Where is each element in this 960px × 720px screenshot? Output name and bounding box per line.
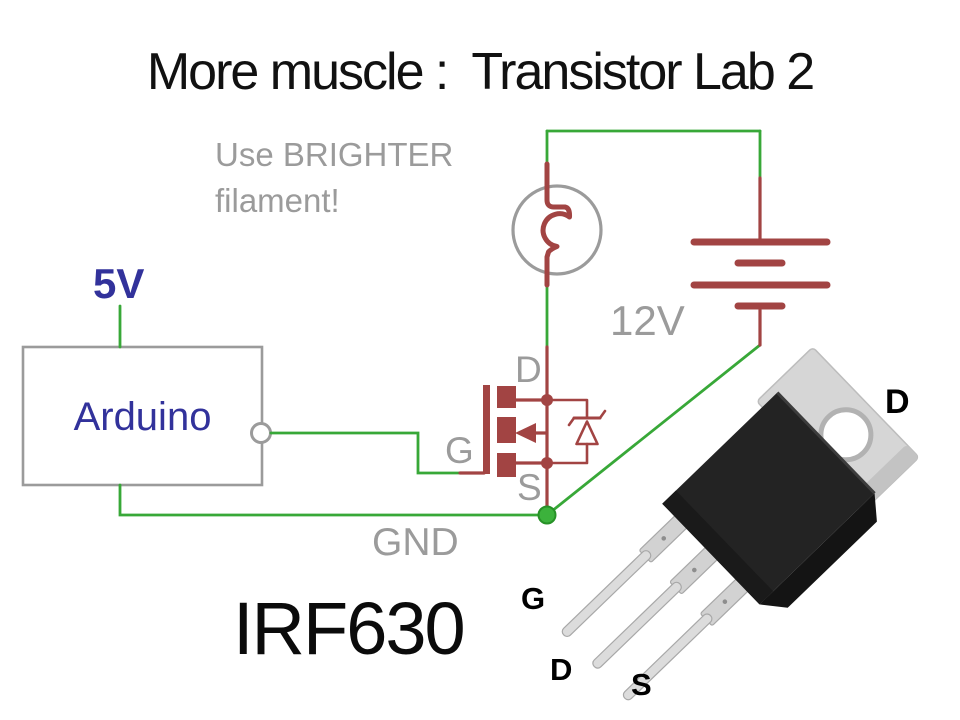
drain-node xyxy=(541,394,553,406)
gate-leg xyxy=(561,514,689,638)
source-stub xyxy=(497,453,516,477)
arduino-box xyxy=(21,345,264,487)
photo-tab-drain-label: D xyxy=(885,383,910,421)
mosfet-gate-label: G xyxy=(445,430,474,471)
gnd-junction-dot xyxy=(537,505,557,525)
wire-gnd xyxy=(118,483,549,517)
part-name-label: IRF630 xyxy=(233,587,466,670)
body-stub xyxy=(497,417,516,443)
transistor-photo xyxy=(561,348,919,701)
battery-icon xyxy=(690,238,831,310)
photo-gate-label: G xyxy=(521,581,546,616)
mosfet-internal xyxy=(514,398,549,465)
legs xyxy=(561,514,750,701)
wire-source-to-battery xyxy=(545,343,762,517)
body-bottom-step xyxy=(662,490,774,605)
note-line-2: filament! xyxy=(215,182,340,219)
body-diode-icon xyxy=(551,398,607,465)
body-side-face xyxy=(759,493,877,608)
gate-bar xyxy=(483,385,490,474)
arduino-label: Arduino xyxy=(73,394,212,439)
photo-source-label: S xyxy=(631,667,652,702)
wire-gate xyxy=(269,431,462,475)
gnd-label: GND xyxy=(372,521,459,564)
mosfet-source-label: S xyxy=(517,467,542,508)
body-top-edge xyxy=(776,391,876,495)
gray-outlines xyxy=(21,184,603,487)
note-line-1: Use BRIGHTER xyxy=(215,136,454,173)
photo-drain-label: D xyxy=(550,652,573,687)
lamp-filament-icon xyxy=(540,161,573,288)
mosfet-arrow xyxy=(515,423,536,443)
mosfet-drain-label: D xyxy=(515,349,542,390)
battery-12v-label: 12V xyxy=(610,297,685,344)
mosfet-icon xyxy=(483,385,553,477)
drain-stub xyxy=(497,386,516,408)
lamp-bulb-icon xyxy=(511,184,603,276)
source-node xyxy=(541,457,553,469)
supply-5v-label: 5V xyxy=(93,260,145,307)
red-components xyxy=(458,161,831,514)
drain-leg xyxy=(592,546,719,669)
source-leg xyxy=(622,577,750,701)
slide-title: More muscle : Transistor Lab 2 xyxy=(146,43,815,101)
